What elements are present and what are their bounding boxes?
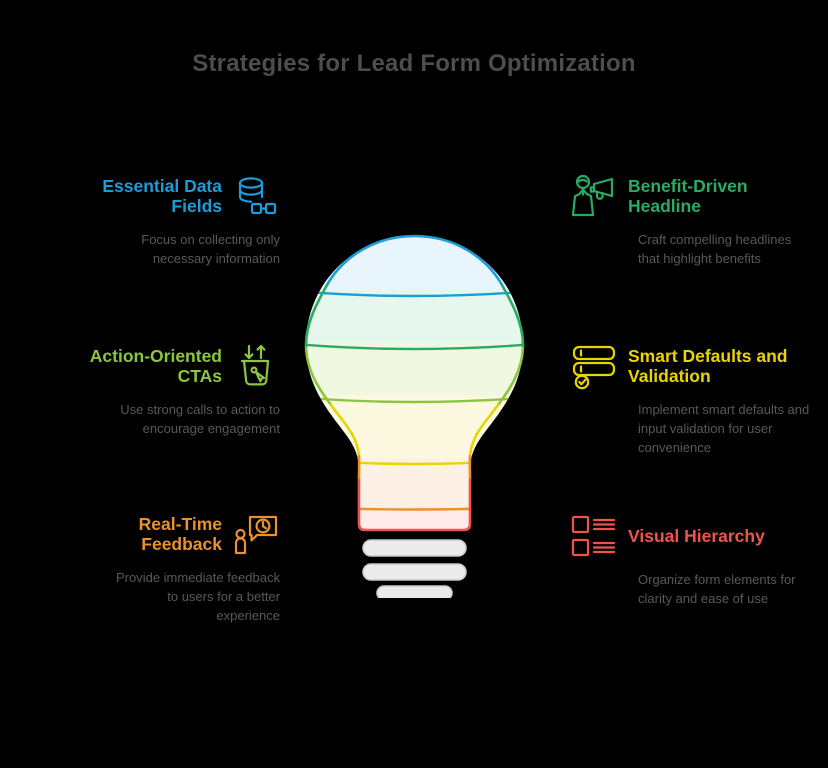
- checkbox-list-icon: [570, 512, 618, 560]
- lightbulb-diagram: [287, 228, 542, 598]
- heading-row: Essential Data Fields: [35, 172, 280, 220]
- item-heading: Benefit-Driven Headline: [628, 175, 748, 216]
- green-band: [306, 343, 523, 396]
- blue-band: [306, 236, 523, 290]
- item-heading: Action-Oriented CTAs: [89, 345, 222, 386]
- bulb-outline: [304, 234, 525, 532]
- item-description: Focus on collecting only necessary infor…: [141, 232, 280, 266]
- person-megaphone-icon: [570, 172, 618, 220]
- item-description: Organize form elements for clarity and e…: [638, 572, 796, 606]
- heading-row: Real-Time Feedback: [35, 510, 280, 558]
- item-heading: Real-Time Feedback: [138, 513, 222, 554]
- base-bar: [362, 563, 467, 581]
- item-action-oriented-ctas[interactable]: Action-Oriented CTAs Use strong calls to…: [35, 342, 280, 439]
- item-benefit-driven-headline[interactable]: Benefit-Driven Headline Craft compelling…: [570, 172, 815, 269]
- heading-row: Benefit-Driven Headline: [570, 172, 815, 220]
- bulb-screw-base: [362, 539, 467, 598]
- base-bar: [376, 585, 453, 598]
- person-clock-bubble-icon: [232, 510, 280, 558]
- bucket-arrows-icon: [232, 342, 280, 390]
- base-bar: [362, 539, 467, 557]
- item-heading: Visual Hierarchy: [628, 525, 765, 546]
- item-visual-hierarchy[interactable]: Visual Hierarchy Organize form elements …: [570, 512, 815, 609]
- yellow-band: [306, 396, 523, 458]
- item-description: Craft compelling headlines that highligh…: [638, 232, 792, 266]
- item-heading: Smart Defaults and Validation: [628, 345, 788, 386]
- heading-row: Smart Defaults and Validation: [570, 342, 815, 390]
- item-smart-defaults-validation[interactable]: Smart Defaults and Validation Implement …: [570, 342, 815, 458]
- item-description: Use strong calls to action to encourage …: [120, 402, 280, 436]
- form-fields-check-icon: [570, 342, 618, 390]
- page-title: Strategies for Lead Form Optimization: [192, 50, 636, 77]
- teal-band: [306, 290, 523, 343]
- item-essential-data-fields[interactable]: Essential Data Fields Focus on collectin…: [35, 172, 280, 269]
- heading-row: Action-Oriented CTAs: [35, 342, 280, 390]
- item-description: Implement smart defaults and input valid…: [638, 402, 810, 455]
- item-heading: Essential Data Fields: [102, 175, 222, 216]
- heading-row: Visual Hierarchy: [570, 512, 815, 560]
- database-icon: [232, 172, 280, 220]
- item-description: Provide immediate feedback to users for …: [115, 570, 280, 623]
- item-real-time-feedback[interactable]: Real-Time Feedback Provide immediate fee…: [35, 510, 280, 626]
- orange-band: [306, 458, 523, 506]
